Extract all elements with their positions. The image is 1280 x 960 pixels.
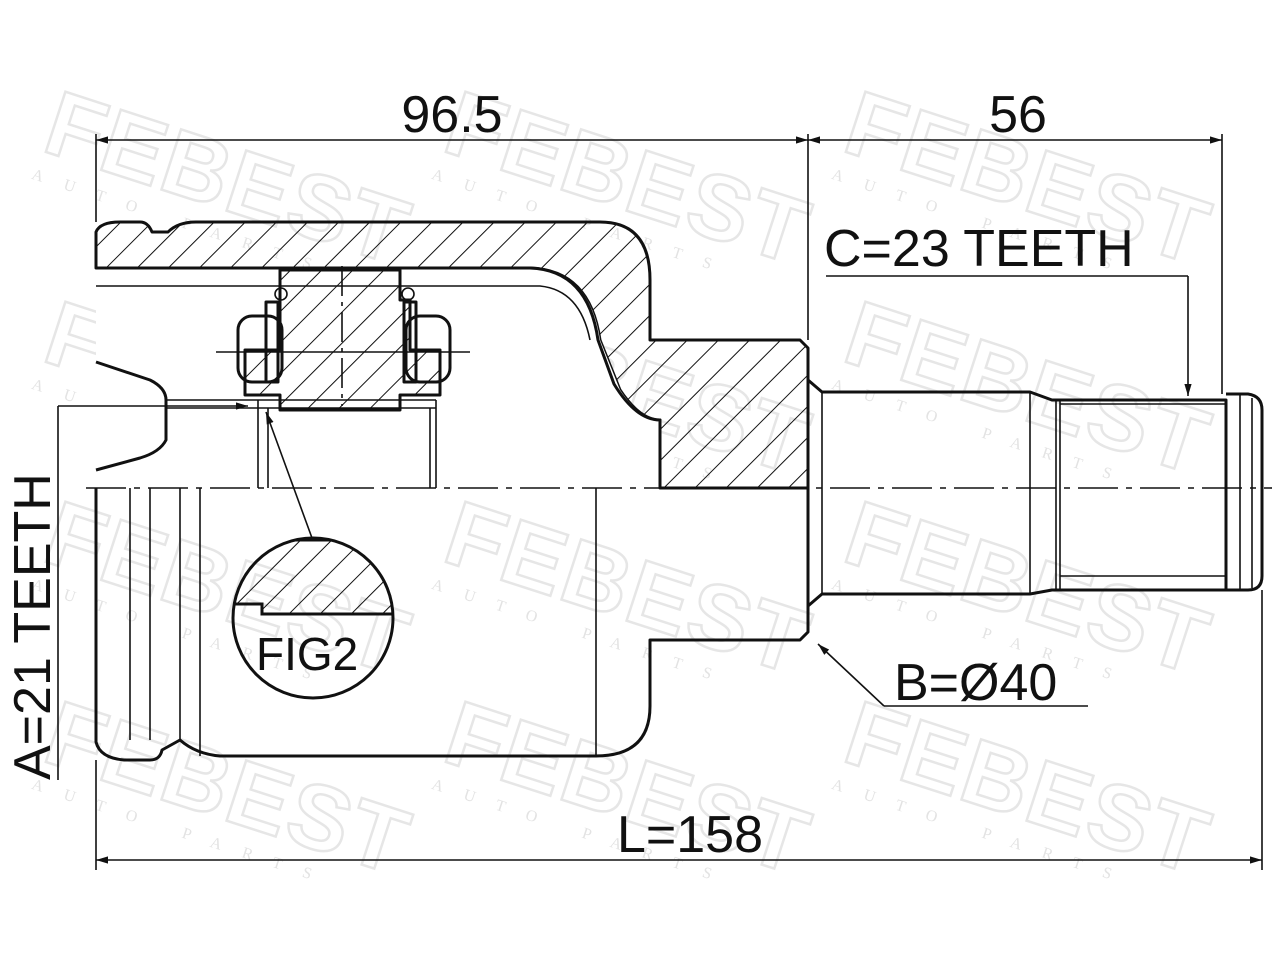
roller-right	[401, 287, 452, 384]
watermark-brand: FEBEST	[834, 282, 1222, 495]
watermark-brand: FEBEST	[34, 682, 422, 895]
watermark-brand: FEBEST	[834, 682, 1222, 895]
dimensions: 96.5 56 C=23 TEETH B=Ø40 L=158 A=21 TEET…	[4, 86, 1263, 870]
cv-joint-part	[86, 220, 1272, 762]
dim-c-teeth: C=23 TEETH	[824, 220, 1134, 278]
dim-96-5: 96.5	[401, 86, 502, 144]
dim-l-length: L=158	[617, 806, 763, 864]
fig2-label: FIG2	[256, 628, 358, 680]
dim-56: 56	[989, 86, 1047, 144]
stem	[806, 348, 1228, 632]
fig2-detail: FIG2	[231, 411, 395, 700]
dim-a-teeth: A=21 TEETH	[4, 473, 62, 780]
housing-lower	[94, 488, 810, 762]
watermark-brand: FEBEST	[434, 482, 822, 695]
dim-b-diameter: B=Ø40	[894, 654, 1057, 712]
watermark-layer: FEBEST AUTO PARTS FEBEST AUTO PARTS FEBE…	[29, 71, 1223, 896]
roller-left	[236, 287, 288, 384]
